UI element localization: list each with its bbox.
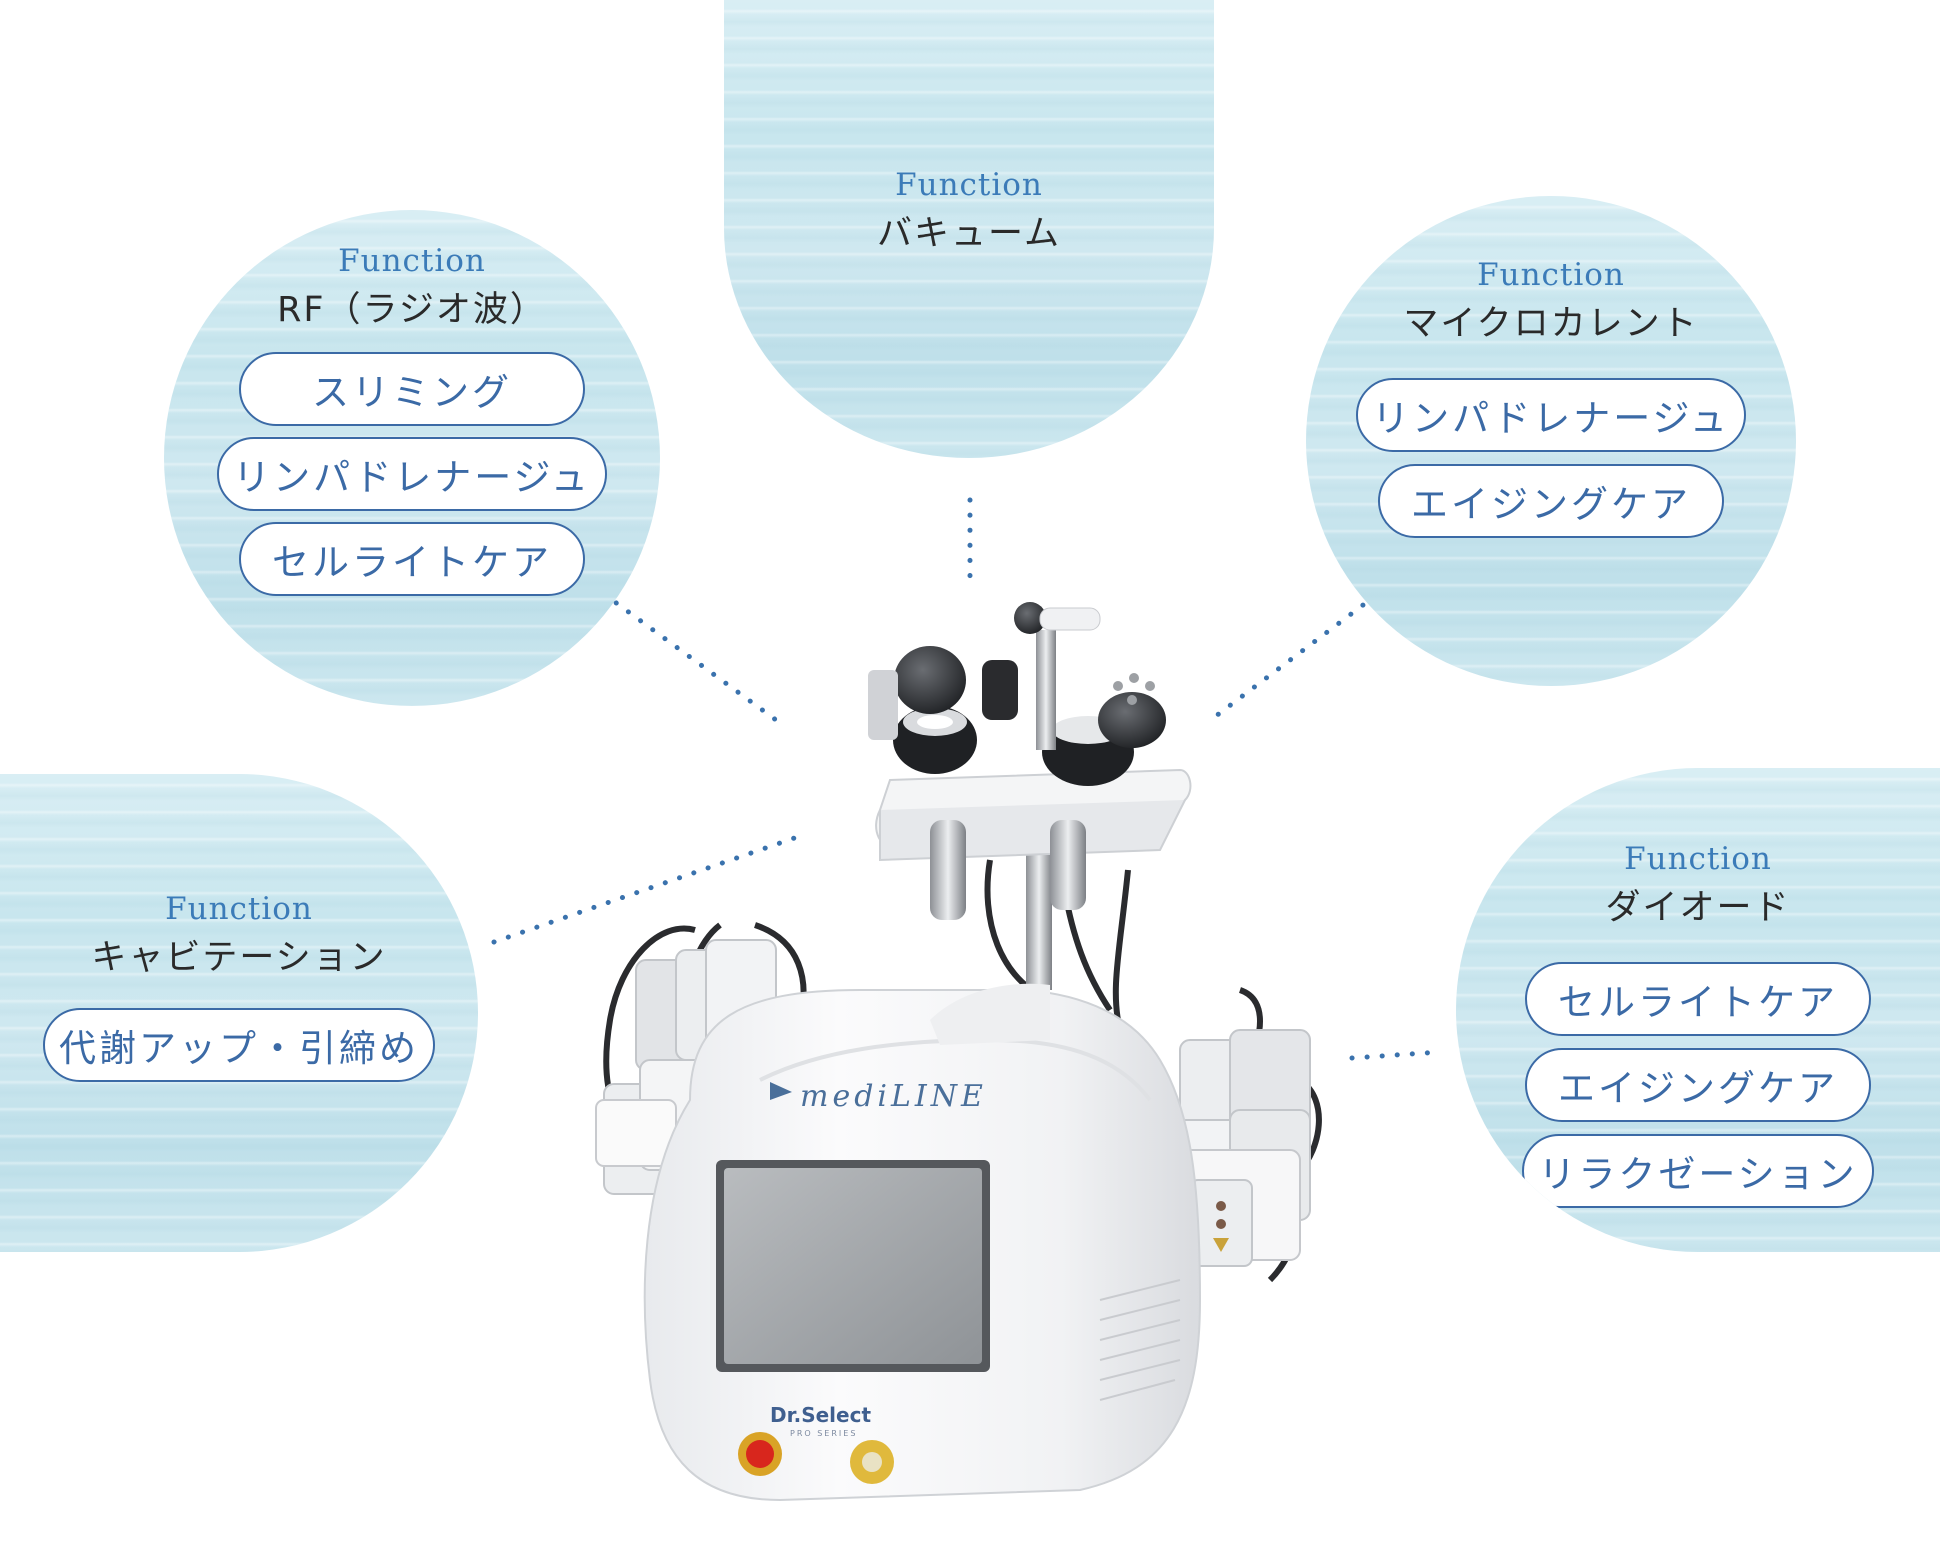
function-label: Function <box>338 243 486 279</box>
benefit-pill: セルライトケア <box>239 522 585 596</box>
benefit-pill: リンパドレナージュ <box>1356 378 1746 452</box>
function-bubble-diode: Function ダイオード セルライトケア エイジングケア リラクゼーション <box>1456 768 1940 1252</box>
function-label: Function <box>165 891 313 927</box>
function-label: Function <box>895 167 1043 203</box>
device-brand-mark: mediLINE <box>800 1079 987 1114</box>
function-title: バキューム <box>877 214 1061 254</box>
device-maker-mark: Dr.Select <box>770 1403 871 1427</box>
function-label: Function <box>1477 257 1625 293</box>
function-bubble-vacuum: Function バキューム <box>724 0 1214 458</box>
benefit-pill: スリミング <box>239 352 585 426</box>
function-bubble-rf: Function RF（ラジオ波） スリミング リンパドレナージュ セルライトケ… <box>164 210 660 706</box>
function-label: Function <box>1624 841 1772 877</box>
benefit-pill: 代謝アップ・引締め <box>43 1008 435 1082</box>
function-title: キャビテーション <box>91 938 387 978</box>
handpieces <box>868 602 1166 920</box>
benefit-pill: リンパドレナージュ <box>217 437 607 511</box>
function-title: ダイオード <box>1605 888 1791 928</box>
function-title: RF（ラジオ波） <box>277 290 547 330</box>
function-title: マイクロカレント <box>1403 304 1699 344</box>
benefit-pill: エイジングケア <box>1524 1048 1871 1122</box>
benefit-pill: エイジングケア <box>1378 464 1724 538</box>
device-series-mark: PRO SERIES <box>790 1429 857 1438</box>
function-bubble-microcurrent: Function マイクロカレント リンパドレナージュ エイジングケア <box>1306 196 1796 686</box>
benefit-pill: リラクゼーション <box>1522 1134 1874 1208</box>
benefit-pill: セルライトケア <box>1524 962 1871 1036</box>
function-bubble-cavitation: Function キャビテーション 代謝アップ・引締め <box>0 774 478 1252</box>
